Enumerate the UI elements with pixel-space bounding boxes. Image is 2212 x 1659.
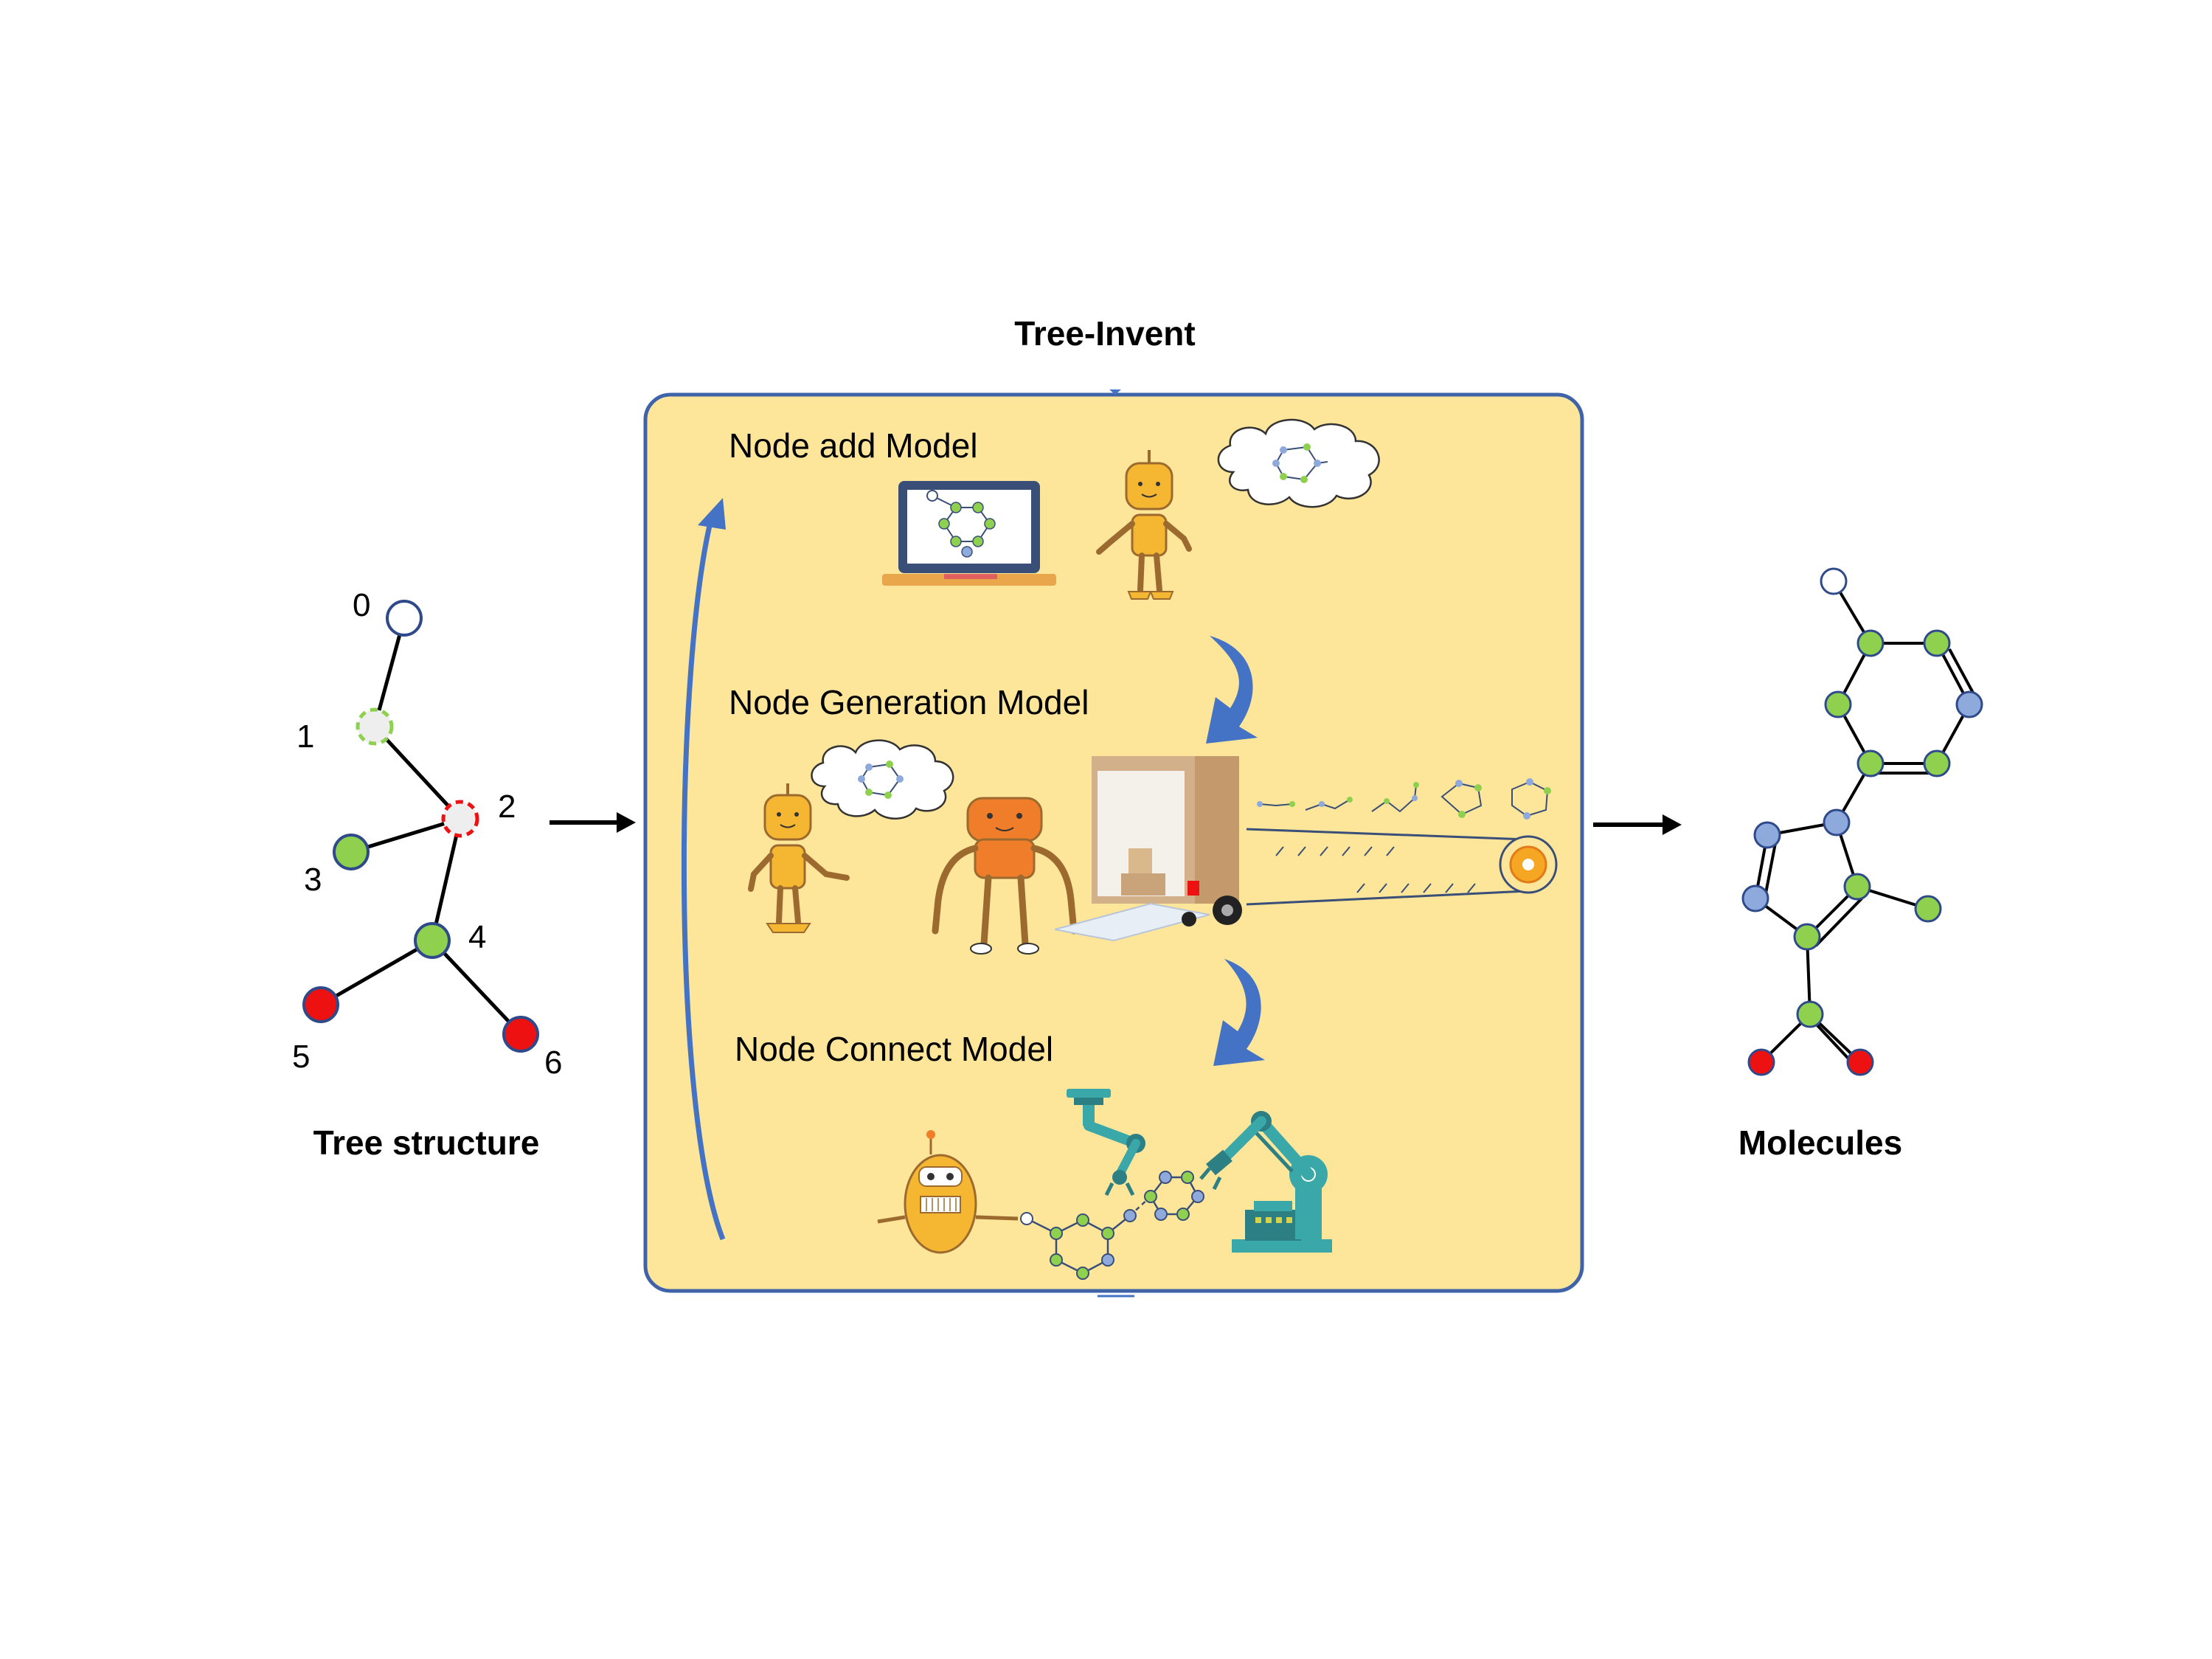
atom-node: [1846, 1048, 1874, 1076]
atom-node: [1923, 749, 1951, 777]
atom-node: [1741, 884, 1769, 912]
atom-node: [1856, 629, 1885, 657]
robot-icon: [932, 797, 1078, 955]
atom-node: [1955, 690, 1983, 718]
tree-node-label-0: 0: [353, 587, 370, 623]
loop-arrow-icon: [681, 498, 726, 1241]
atom-node: [1843, 873, 1871, 901]
atom-node: [1747, 1048, 1775, 1076]
step-label-node-connect: Node Connect Model: [735, 1030, 1053, 1068]
tree-node-4: [414, 922, 451, 959]
atom-node: [1793, 923, 1821, 951]
tree-node-1: [356, 707, 394, 746]
atom-node: [1824, 690, 1852, 718]
tree-structure: 0 1 2 3 4 5 6: [292, 587, 562, 1081]
delivery-truck-icon: [1054, 756, 1242, 942]
tree-node-label-2: 2: [498, 789, 516, 825]
tree-node-label-5: 5: [292, 1039, 310, 1075]
output-arrow-icon: [1593, 814, 1682, 835]
step-label-node-add: Node add Model: [729, 426, 978, 465]
tree-node-3: [333, 834, 370, 870]
robotic-arm-icon: [1067, 1089, 1145, 1196]
diagram-title: Tree-Invent: [1014, 314, 1195, 353]
step-label-node-generation: Node Generation Model: [729, 683, 1089, 721]
molecule-atoms: [1741, 567, 1983, 1076]
conveyor-belt-icon: [1246, 778, 1558, 906]
robot-icon: [1096, 450, 1192, 600]
tree-node-label-1: 1: [297, 718, 314, 755]
tree-node-5: [302, 986, 339, 1023]
tree-caption: Tree structure: [313, 1123, 540, 1162]
atom-node: [1820, 567, 1848, 595]
atom-node: [1923, 629, 1951, 657]
atom-node: [1823, 808, 1851, 837]
thought-cloud-icon: [1217, 418, 1380, 508]
atom-node: [1914, 895, 1942, 923]
molecule-chain-icon: [1020, 1171, 1204, 1280]
robotic-arm-icon: [1199, 1111, 1332, 1253]
laptop-icon: [882, 481, 1056, 586]
flow-arrow-icon: [1213, 959, 1265, 1066]
tree-node-label-3: 3: [304, 862, 322, 898]
thought-cloud-icon: [811, 739, 954, 820]
tree-node-2: [441, 800, 479, 838]
atom-node: [1856, 749, 1885, 777]
panel-top-marker: [1109, 389, 1121, 395]
tree-node-label-4: 4: [468, 919, 486, 955]
atom-node: [1753, 821, 1781, 849]
tree-node-6: [502, 1016, 539, 1053]
atom-node: [1796, 1000, 1824, 1028]
molecule-caption: Molecules: [1738, 1123, 1902, 1162]
tree-node-label-6: 6: [544, 1045, 562, 1081]
tree-node-0: [386, 600, 423, 637]
flow-arrow-icon: [1206, 636, 1258, 744]
robot-icon: [748, 783, 850, 933]
input-arrow-icon: [549, 812, 636, 833]
robot-icon: [877, 1130, 1019, 1254]
